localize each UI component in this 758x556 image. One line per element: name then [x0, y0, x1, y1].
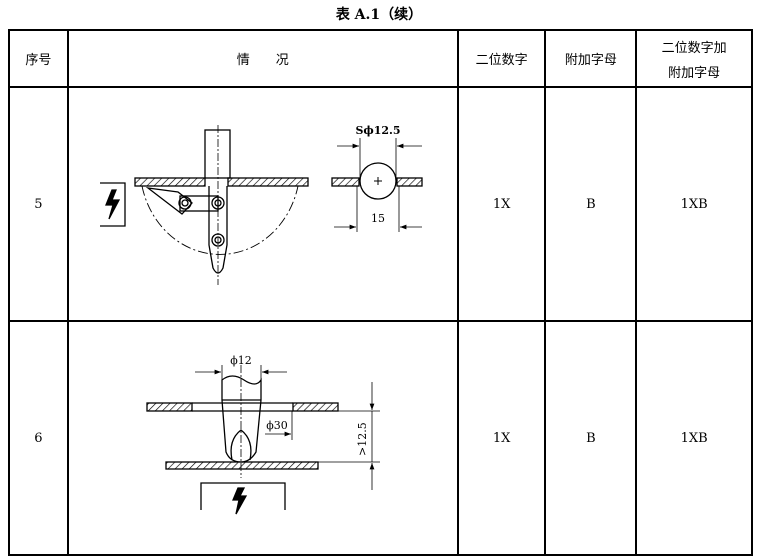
- header-combined-line2: 附加字母: [668, 65, 721, 81]
- header-digits: 二位数字: [456, 29, 547, 88]
- rigid-test-finger-drawing: [146, 365, 380, 515]
- gap-dimension: >12.5: [356, 422, 369, 456]
- row-letter: B: [544, 86, 638, 322]
- row-combined: 1XB: [635, 86, 753, 322]
- sphere-dimension: Sϕ12.5: [355, 124, 400, 137]
- header-combined-line1: 二位数字加: [661, 40, 727, 56]
- classification-table: 序号 情 况 二位数字 附加字母 二位数字加附加字母 5 1X B 1XB 6 …: [8, 29, 753, 556]
- header-letter: 附加字母: [544, 29, 638, 88]
- table-row: 5 1X B 1XB: [8, 86, 753, 322]
- hazard-lightning-icon: [232, 487, 248, 515]
- row-illustration: [66, 320, 459, 556]
- row-digits: 1X: [456, 320, 547, 556]
- jointed-test-finger-drawing: [100, 125, 423, 285]
- row-digits: 1X: [456, 86, 547, 322]
- header-no: 序号: [8, 29, 69, 88]
- row-combined: 1XB: [635, 320, 753, 556]
- header-combined: 二位数字加附加字母: [635, 29, 753, 88]
- hole-diameter-dimension: ϕ30: [266, 419, 288, 432]
- row-letter: B: [544, 320, 638, 556]
- finger-diameter-dimension: ϕ12: [230, 354, 252, 367]
- table-row: 6 1X B 1XB: [8, 320, 753, 556]
- hazard-lightning-icon: [105, 189, 121, 220]
- row-no: 6: [8, 320, 69, 556]
- width-dimension: 15: [371, 212, 385, 225]
- row-illustration: [66, 86, 459, 322]
- header-row: 序号 情 况 二位数字 附加字母 二位数字加附加字母: [8, 29, 753, 88]
- row-no: 5: [8, 86, 69, 322]
- header-situation: 情 况: [66, 29, 459, 88]
- table-title: 表 A.1（续）: [335, 7, 423, 23]
